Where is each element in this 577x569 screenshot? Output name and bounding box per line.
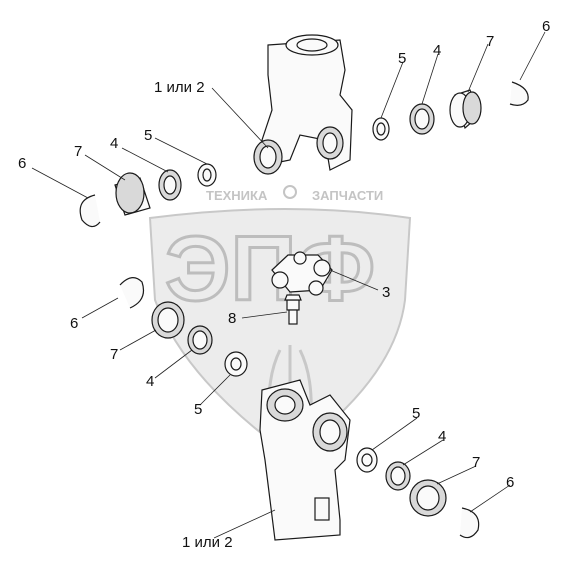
callout-mid-left-circlip: 6 — [70, 315, 78, 332]
callout-bottom-right-bearing: 7 — [472, 454, 480, 471]
bearing-top-right — [449, 89, 482, 130]
callout-bottom-right-seal: 5 — [412, 405, 420, 422]
callout-bottom-fork: 1 или 2 — [182, 534, 233, 551]
top-fork — [253, 34, 353, 175]
bottom-fork — [259, 379, 351, 541]
callout-top-left-seal: 5 — [144, 127, 152, 144]
callout-mid-left-bearing: 7 — [110, 346, 118, 363]
callout-top-right-seal: 5 — [398, 50, 406, 67]
bearing-bottom-right — [409, 479, 447, 517]
watermark-logo: ЭПФ — [165, 218, 375, 320]
callout-grease-fitting: 8 — [228, 310, 236, 327]
callout-mid-left-ring: 4 — [146, 373, 154, 390]
callout-top-right-circlip: 6 — [542, 18, 550, 35]
watermark-brand-right: ЗАПЧАСТИ — [312, 188, 383, 203]
callout-top-left-bearing: 7 — [74, 143, 82, 160]
gear-icon — [283, 185, 297, 199]
bearing-mid-left — [151, 301, 185, 339]
circlip-top-left — [79, 194, 101, 228]
callout-bottom-right-circlip: 6 — [506, 474, 514, 491]
bearing-top-left — [114, 172, 151, 216]
callout-mid-left-seal: 5 — [194, 401, 202, 418]
cross — [271, 251, 333, 296]
callout-bottom-right-ring: 4 — [438, 428, 446, 445]
callout-top-fork: 1 или 2 — [154, 79, 205, 96]
callout-cross: 3 — [382, 284, 390, 301]
callout-top-right-ring: 4 — [433, 42, 441, 59]
callout-top-left-circlip: 6 — [18, 155, 26, 172]
circlip-top-right — [509, 81, 529, 106]
grease-fitting — [284, 294, 302, 325]
watermark-brand-left: ТЕХНИКА — [206, 188, 268, 203]
leader-lines — [31, 31, 546, 539]
callout-top-right-bearing: 7 — [486, 33, 494, 50]
watermark-shield — [148, 208, 412, 457]
circlip-mid-left — [119, 277, 145, 309]
circlip-bottom-right — [459, 507, 480, 539]
callout-top-left-ring: 4 — [110, 135, 118, 152]
